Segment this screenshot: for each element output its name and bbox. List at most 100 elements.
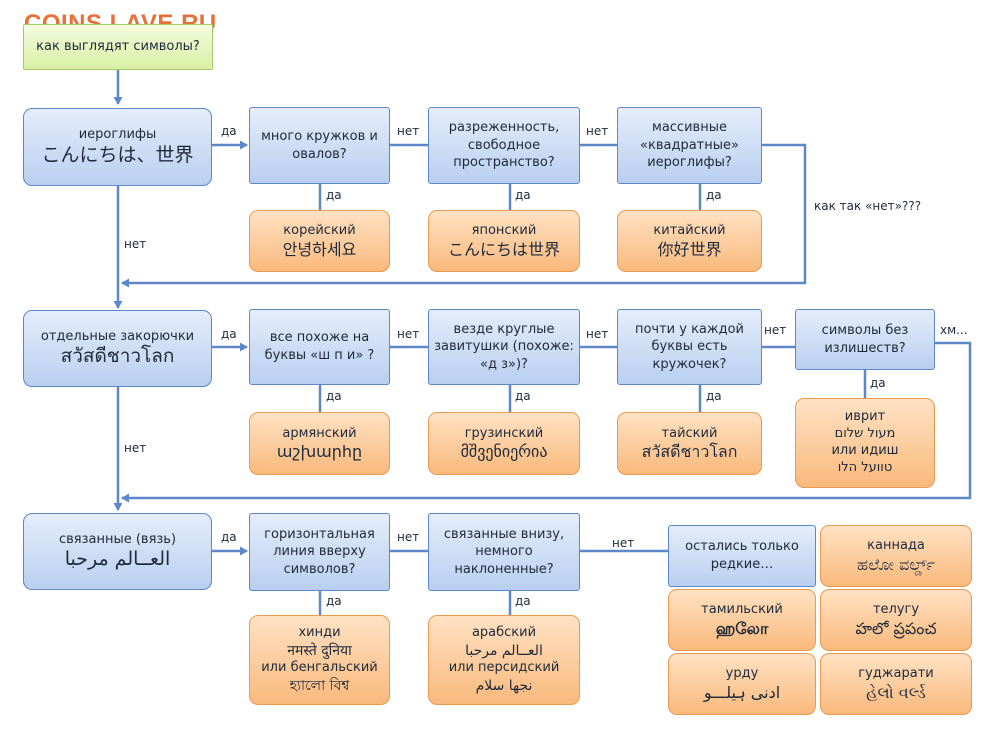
edge-label-no: нет <box>397 327 420 341</box>
answer-georgian: грузинский მშვენიერია <box>428 412 580 475</box>
question-square: массивные «квадратные» иероглифы? <box>617 107 762 184</box>
question-slanted-label: связанные внизу, немного наклоненные? <box>443 526 565 577</box>
question-circles: много кружков и овалов? <box>249 107 390 184</box>
question-shpi: все похоже на буквы «ш п и» ? <box>249 309 390 385</box>
answer-persian-name: или персидский <box>448 660 560 675</box>
start-label: как выглядят символы? <box>36 39 200 55</box>
edge-label-yes: да <box>221 530 237 544</box>
answer-hebrew-name: иврит <box>844 409 886 425</box>
answer-telugu-name: телугу <box>872 602 920 618</box>
node-squiggles-sample: สวัสดีชาวโลก <box>60 345 175 368</box>
edge-label-yes: да <box>515 594 531 608</box>
node-hieroglyphs-sample: こんにちは、世界 <box>41 143 194 166</box>
edge-label-yes: да <box>515 188 531 202</box>
question-topline: горизонтальная линия вверху символов? <box>249 513 390 591</box>
answer-georgian-name: грузинский <box>464 425 544 441</box>
answer-japanese-name: японский <box>471 223 537 239</box>
start-box: как выглядят символы? <box>23 24 213 70</box>
edge-label-yes: да <box>706 188 722 202</box>
answer-urdu-sample: ادنی ہیلـــو <box>703 682 781 702</box>
edge-label-yes: да <box>326 389 342 403</box>
answer-thai-name: тайский <box>661 425 718 441</box>
edge-label-no: нет <box>586 327 609 341</box>
edge-label-yes: да <box>326 188 342 202</box>
question-curls-label: везде круглые завитушки (похоже: «д з»)? <box>434 321 574 372</box>
answer-japanese-sample: こんにちは世界 <box>447 239 560 259</box>
answer-telugu-sample: హలో ప్రపంచ <box>855 618 937 638</box>
question-curls: везде круглые завитушки (похоже: «д з»)? <box>428 309 580 385</box>
answer-telugu: телугу హలో ప్రపంచ <box>820 589 972 651</box>
answer-tamil-name: тамильский <box>701 602 783 618</box>
edge-label-no: нет <box>124 441 147 455</box>
note-hmm: хм... <box>940 323 968 337</box>
edge-label-yes: да <box>870 376 886 390</box>
answer-georgian-sample: მშვენიერია <box>460 442 548 462</box>
question-circles-label: много кружков и овалов? <box>261 128 378 162</box>
answer-hebrew: иврит מעול שלום или идиш טוועל הלו <box>795 398 935 488</box>
answer-arabic-name: арабский <box>471 624 537 640</box>
question-topline-label: горизонтальная линия вверху символов? <box>264 526 375 577</box>
answer-arabic: арабский العــالم مرحبا или персидский ن… <box>428 615 580 705</box>
answer-kannada-sample: ಹಲೋ ವರ್ಲ್ಡ್ <box>857 554 935 574</box>
answer-japanese: японский こんにちは世界 <box>428 210 580 272</box>
answer-armenian-name: армянский <box>282 425 357 441</box>
answer-hindi-sample: नमस्ते दुनिया <box>287 642 352 659</box>
answer-chinese-sample: 你好世界 <box>657 239 722 259</box>
node-squiggles: отдельные закорючки สวัสดีชาวโลก <box>23 310 212 387</box>
node-hieroglyphs-label: иероглифы <box>78 127 157 143</box>
answer-gujarati: гуджарати હેલો વર્લ્ડ <box>820 653 972 715</box>
answer-hebrew-sample: מעול שלום <box>834 426 896 442</box>
answer-kannada: каннада ಹಲೋ ವರ್ಲ್ಡ್ <box>820 525 972 587</box>
edge-label-yes: да <box>221 327 237 341</box>
answer-arabic-sample: العــالم مرحبا <box>465 642 543 659</box>
answer-gujarati-name: гуджарати <box>858 666 934 682</box>
answer-korean: корейский 안녕하세요 <box>249 210 390 272</box>
question-sparse-label: разреженность, свободное пространство? <box>448 120 560 171</box>
question-sparse: разреженность, свободное пространство? <box>428 107 580 184</box>
answer-persian-sample: نجها سلام <box>475 677 533 694</box>
edge-label-yes: да <box>706 389 722 403</box>
question-rare: остались только редкие… <box>668 525 816 587</box>
question-rare-label: остались только редкие… <box>685 539 799 572</box>
answer-thai-sample: สวัสดีชาวโลก <box>641 442 738 462</box>
node-connected: связанные (вязь) العــالم مرحبا <box>23 513 212 590</box>
edge-label-no: нет <box>764 323 787 337</box>
edge-label-yes: да <box>326 594 342 608</box>
answer-chinese-name: китайский <box>653 223 726 239</box>
question-loops-label: почти у каждой буквы есть кружочек? <box>634 321 745 372</box>
answer-tamil: тамильский ஹலோ <box>668 589 816 651</box>
answer-yiddish-name: или идиш <box>831 443 899 458</box>
node-squiggles-label: отдельные закорючки <box>40 328 195 344</box>
node-connected-label: связанные (вязь) <box>58 531 177 547</box>
answer-kannada-name: каннада <box>867 538 925 554</box>
edge-label-no: нет <box>612 536 635 550</box>
answer-thai: тайский สวัสดีชาวโลก <box>617 412 762 475</box>
answer-chinese: китайский 你好世界 <box>617 210 762 272</box>
answer-bengali-name: или бенгальский <box>261 660 378 675</box>
node-hieroglyphs: иероглифы こんにちは、世界 <box>23 108 212 186</box>
answer-bengali-sample: হ্যালো বিশ্ব <box>289 677 350 694</box>
question-square-label: массивные «квадратные» иероглифы? <box>640 120 739 171</box>
edge-label-no: нет <box>397 124 420 138</box>
node-connected-sample: العــالم مرحبا <box>64 548 171 571</box>
answer-korean-sample: 안녕하세요 <box>282 239 357 259</box>
answer-hindi-name: хинди <box>298 624 341 640</box>
answer-hindi: хинди नमस्ते दुनिया или бенгальский হ্যা… <box>249 615 390 705</box>
answer-tamil-sample: ஹலோ <box>715 618 769 638</box>
edge-label-yes: да <box>221 124 237 138</box>
edge-label-no: нет <box>124 237 147 251</box>
answer-gujarati-sample: હેલો વર્લ્ડ <box>866 682 926 702</box>
edge-label-yes: да <box>515 389 531 403</box>
question-loops: почти у каждой буквы есть кружочек? <box>617 309 762 385</box>
question-slanted: связанные внизу, немного наклоненные? <box>428 513 580 591</box>
answer-yiddish-sample: טוועל הלו <box>837 459 893 475</box>
edge-label-no: нет <box>586 124 609 138</box>
answer-korean-name: корейский <box>283 223 356 239</box>
answer-armenian: армянский աշխարհը <box>249 412 390 475</box>
answer-urdu: урду ادنی ہیلـــو <box>668 653 816 715</box>
edge-label-no: нет <box>397 530 420 544</box>
question-shpi-label: все похоже на буквы «ш п и» ? <box>264 330 375 363</box>
note-how-no: как так «нет»??? <box>814 199 922 213</box>
answer-armenian-sample: աշխարհը <box>276 442 363 462</box>
